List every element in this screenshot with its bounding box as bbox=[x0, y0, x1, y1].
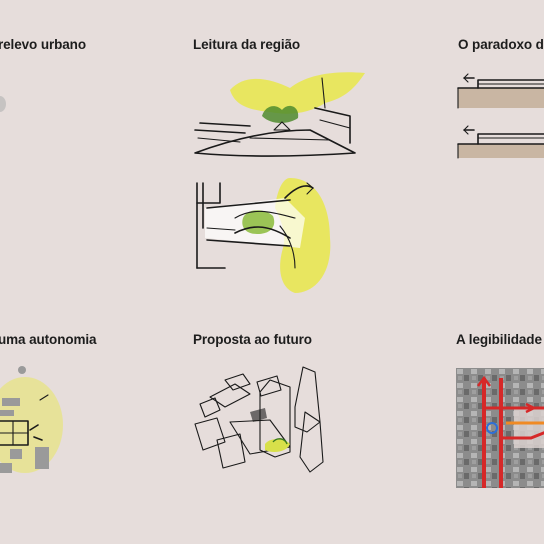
panel-title-legibilidade: A legibilidade bbox=[456, 332, 542, 347]
legibilidade-aerial-map bbox=[456, 368, 544, 488]
leitura-perspective-sketch bbox=[194, 72, 365, 157]
panel-title-leitura-da-regiao: Leitura da região bbox=[193, 37, 301, 52]
panel-title-relevo-urbano: relevo urbano bbox=[0, 37, 86, 52]
panel-title-proposta-ao-futuro: Proposta ao futuro bbox=[193, 332, 312, 347]
autonomia-sketch bbox=[0, 366, 63, 473]
panel-title-paradoxo: O paradoxo d bbox=[458, 37, 544, 52]
relevo-sketch bbox=[0, 96, 6, 112]
paradoxo-section-sketch bbox=[457, 73, 544, 159]
panel-title-autonomia: uma autonomia bbox=[0, 332, 97, 347]
leitura-plan-sketch bbox=[196, 178, 331, 293]
proposta-city-sketch bbox=[194, 366, 324, 473]
